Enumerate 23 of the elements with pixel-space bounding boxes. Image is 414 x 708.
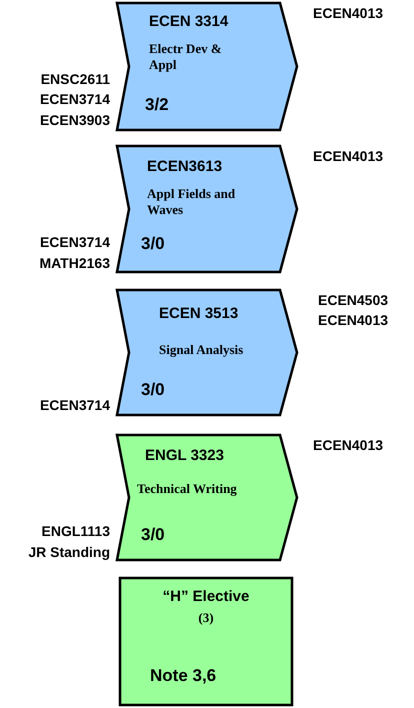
prerequisite-courses: ECEN3714	[38, 396, 110, 415]
credit-hours: 3/2	[145, 95, 169, 115]
credit-hours: Note 3,6	[150, 666, 216, 686]
prerequisite-courses: ENSC2611 ECEN3714 ECEN3903	[38, 70, 110, 130]
prerequisite-courses: ENGL1113 JR Standing	[27, 522, 110, 562]
credit-hours: 3/0	[141, 234, 165, 254]
course-title: Electr Dev & Appl	[149, 41, 223, 74]
course-title: Technical Writing	[137, 481, 238, 498]
course-title: (3)	[197, 610, 215, 626]
subsequent-courses: ECEN4013	[313, 4, 384, 23]
course-title: Appl Fields and Waves	[147, 186, 236, 218]
course-code: “H” Elective	[162, 588, 250, 605]
subsequent-courses: ECEN4013	[313, 436, 384, 455]
credit-hours: 3/0	[141, 525, 165, 545]
course-code: ENGL 3323	[145, 447, 224, 464]
course-code: ECEN3613	[147, 158, 222, 175]
course-code: ECEN 3314	[149, 13, 228, 30]
subsequent-courses: ECEN4503 ECEN4013	[318, 291, 390, 330]
prerequisite-courses: ECEN3714 MATH2163	[38, 233, 110, 273]
course-title: Signal Analysis	[159, 342, 244, 358]
credit-hours: 3/0	[141, 380, 165, 400]
course-code: ECEN 3513	[159, 305, 238, 322]
subsequent-courses: ECEN4013	[313, 147, 384, 166]
